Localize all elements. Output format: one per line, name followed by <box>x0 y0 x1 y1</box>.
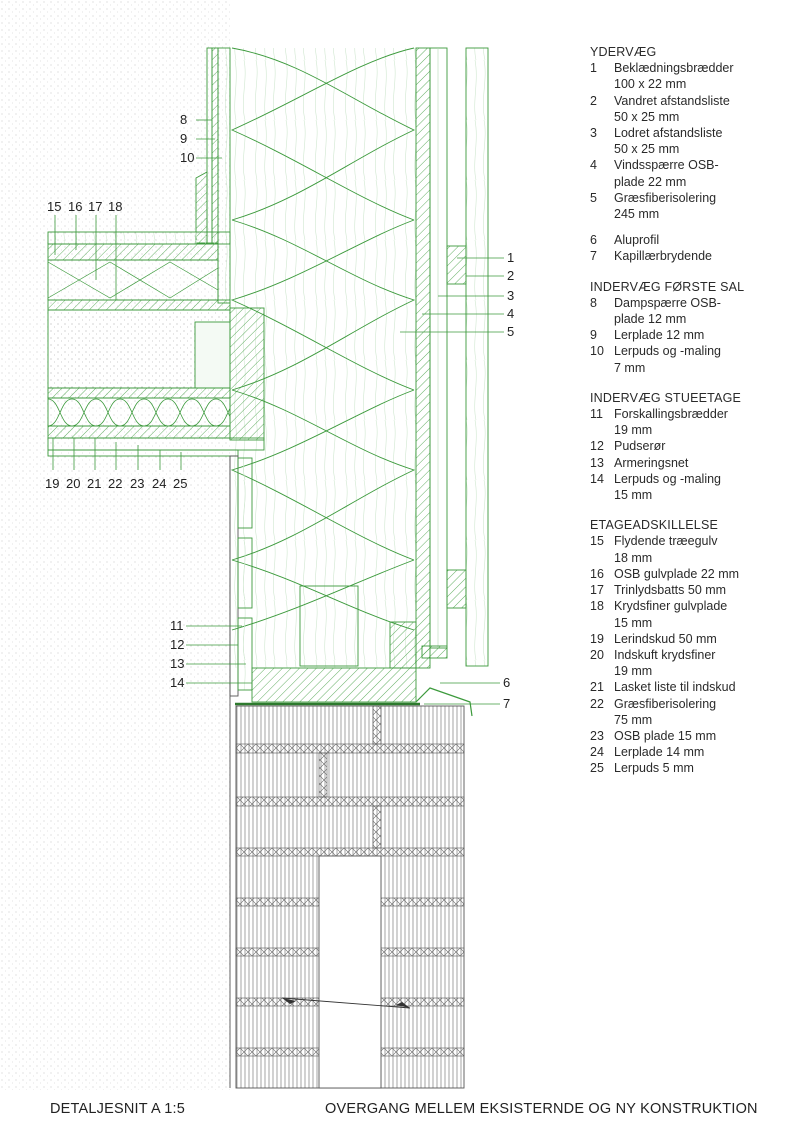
callout-15: 15 <box>47 199 61 214</box>
callout-16: 16 <box>68 199 82 214</box>
legend-section-etageadskillelse: ETAGEADSKILLELSE <box>590 518 719 533</box>
callout-7: 7 <box>503 696 510 711</box>
callout-6: 6 <box>503 675 510 690</box>
callout-10: 10 <box>180 150 194 165</box>
callout-23: 23 <box>130 476 144 491</box>
legend-section-yderveg: YDERVÆG <box>590 45 657 59</box>
drawing-title: DETALJESNIT A 1:5 <box>50 1101 186 1117</box>
callout-25: 25 <box>173 476 187 491</box>
callout-3: 3 <box>507 288 514 303</box>
callout-21: 21 <box>87 476 101 491</box>
callout-24: 24 <box>152 476 166 491</box>
legend-section-indervaeg-sal: INDERVÆG FØRSTE SAL <box>590 279 745 294</box>
callout-17: 17 <box>88 199 102 214</box>
callout-20: 20 <box>66 476 80 491</box>
callout-4: 4 <box>507 306 514 321</box>
callout-1: 1 <box>507 250 514 265</box>
callout-19: 19 <box>45 476 59 491</box>
callout-8: 8 <box>180 112 187 127</box>
callout-12: 12 <box>170 637 184 652</box>
callout-11: 11 <box>170 618 184 633</box>
callout-18: 18 <box>108 199 122 214</box>
legend-section-indervaeg-stue: INDERVÆG STUEETAGE <box>590 390 742 405</box>
callout-5: 5 <box>507 324 514 339</box>
callout-2: 2 <box>507 268 514 283</box>
callout-13: 13 <box>170 656 184 671</box>
drawing-subtitle: OVERGANG MELLEM EKSISTERNDE OG NY KONSTR… <box>325 1101 758 1117</box>
callout-14: 14 <box>170 675 184 690</box>
callout-9: 9 <box>180 131 187 146</box>
callout-22: 22 <box>108 476 122 491</box>
